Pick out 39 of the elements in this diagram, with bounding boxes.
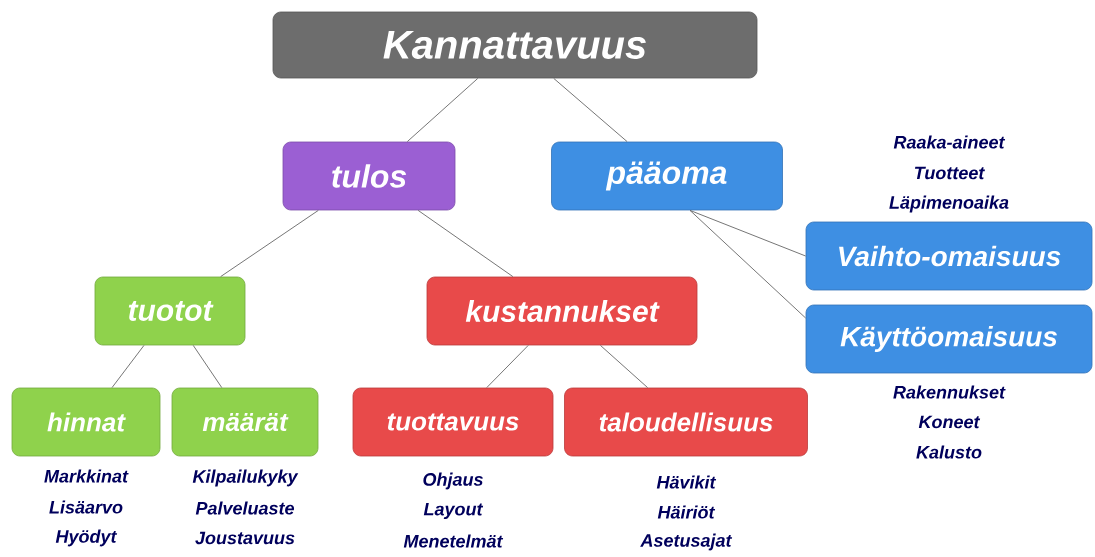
branch-box: tuotot	[94, 276, 246, 346]
connector-line	[406, 77, 479, 143]
list-item: Kilpailukyky	[192, 469, 299, 487]
list-item: Layout	[423, 502, 484, 520]
leaf-box: Käyttöomaisuus	[805, 304, 1093, 374]
leaf-box: määrät	[171, 387, 319, 457]
connector-line	[553, 77, 628, 143]
leaf-box: Vaihto-omaisuus	[805, 221, 1093, 291]
connector-line	[689, 209, 807, 319]
top-box: Kannattavuus	[272, 11, 758, 79]
list-item: Joustavuus	[195, 531, 295, 545]
list-item: Palveluaste	[195, 501, 295, 515]
list-item: Kalusto	[916, 445, 982, 459]
list-item: Häiriöt	[657, 505, 716, 519]
branch-box: kustannukset	[426, 276, 698, 346]
leaf-box: tuottavuus	[352, 387, 554, 457]
list-item: Markkinat	[44, 469, 129, 483]
list-item: Raaka-aineet	[893, 135, 1006, 149]
leaf-box: taloudellisuus	[564, 387, 808, 457]
list-item: Ohjaus	[423, 472, 483, 490]
list-item: Hävikit	[656, 475, 717, 489]
connector-line	[111, 344, 145, 389]
connector-line	[417, 209, 514, 278]
list-item: Koneet	[918, 415, 981, 429]
list-item: Lisäarvo	[49, 500, 123, 514]
list-item: Läpimenoaika	[889, 195, 1009, 213]
branch-box: tulos	[282, 141, 456, 211]
branch-box: pääoma	[551, 141, 783, 211]
list-item: Asetusajat	[640, 533, 733, 551]
connector-line	[689, 209, 807, 257]
list-item: Menetelmät	[403, 534, 504, 548]
connector-line	[599, 344, 649, 389]
list-item: Rakennukset	[893, 385, 1006, 399]
leaf-box: hinnat	[11, 387, 161, 457]
connector-line	[220, 209, 319, 278]
connector-line	[486, 344, 529, 389]
list-item: Tuotteet	[914, 166, 985, 180]
connector-line	[192, 344, 223, 389]
list-item: Hyödyt	[55, 529, 118, 547]
